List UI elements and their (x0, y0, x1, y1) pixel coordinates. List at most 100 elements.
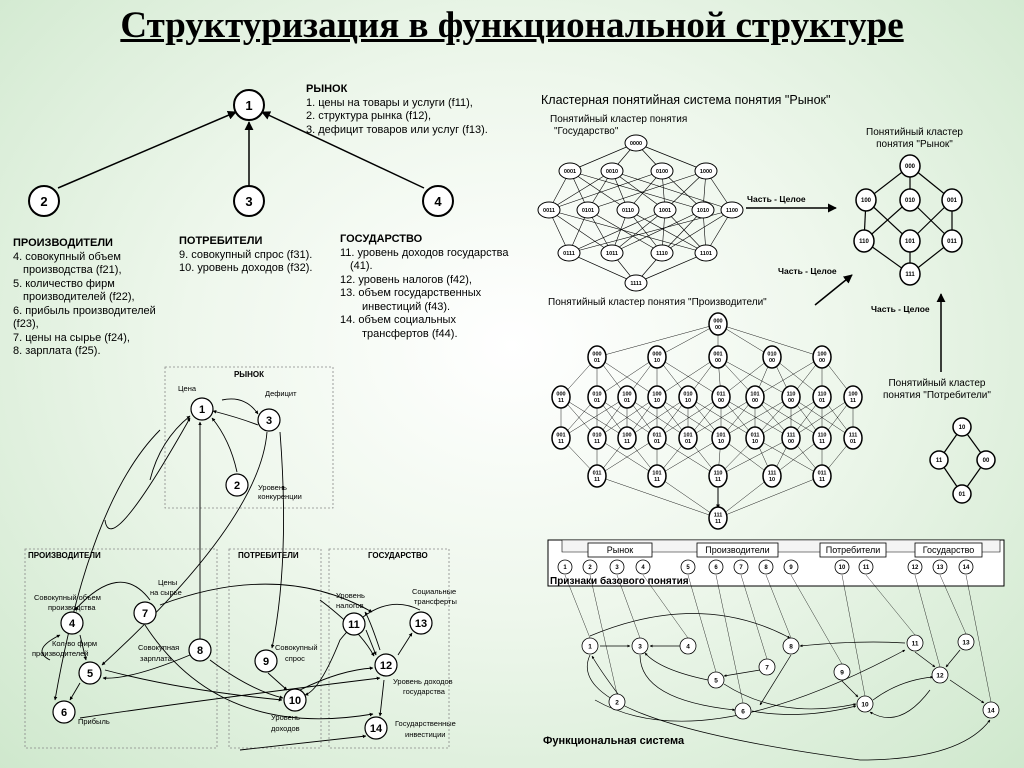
causal-link (397, 632, 413, 656)
causal-link (267, 672, 288, 691)
causal-link (209, 659, 284, 699)
svg-text:7: 7 (739, 565, 743, 571)
func-title: Функциональная система (543, 735, 685, 747)
func-node-5: 5 (707, 671, 725, 689)
market-line: 3. дефицит товаров или услуг (f13). (306, 123, 488, 136)
svg-text:000: 000 (556, 392, 565, 398)
part-whole-label-3: Часть - Целое (871, 304, 930, 314)
causal-node-13: 13 (409, 611, 433, 635)
gov-edge (587, 170, 707, 211)
svg-text:00: 00 (769, 358, 775, 364)
cluster-system-title: Кластерная понятийная система понятия "Р… (541, 93, 831, 107)
causal-link (104, 417, 191, 530)
prod-cluster-edge (790, 396, 854, 439)
func-node-6: 6 (734, 702, 752, 720)
svg-text:1001: 1001 (659, 208, 671, 214)
svg-text:01: 01 (594, 398, 600, 404)
svg-text:10: 10 (718, 439, 724, 445)
svg-text:010: 010 (767, 352, 776, 358)
frame-title-consumers: ПОТРЕБИТЕЛИ (238, 551, 299, 560)
consumers-heading: ПОТРЕБИТЕЛИ (179, 235, 263, 247)
cons-cluster-node: 01 (952, 484, 972, 504)
svg-text:0011: 0011 (543, 208, 555, 214)
header-1 (696, 542, 779, 558)
svg-text:1000: 1000 (700, 169, 712, 175)
svg-text:2: 2 (234, 480, 240, 492)
func-link (872, 675, 934, 701)
gov-edge (635, 142, 707, 172)
header-label: Производители (705, 545, 769, 555)
producers-line: 8. зарплата (f25). (13, 345, 101, 357)
prod-cluster-edge (720, 396, 792, 439)
feature-link (865, 574, 916, 636)
header-2 (819, 542, 887, 558)
svg-text:3: 3 (266, 415, 272, 427)
svg-text:00: 00 (718, 398, 724, 404)
svg-text:01: 01 (819, 398, 825, 404)
svg-text:100: 100 (652, 392, 661, 398)
feature-num: 5 (680, 559, 696, 575)
feature-num: 2 (582, 559, 598, 575)
feature-num: 12 (907, 559, 923, 575)
prod-cluster-edge (656, 475, 719, 519)
func-link (914, 651, 936, 668)
label-price: Цена (178, 384, 197, 393)
svg-text:8: 8 (764, 565, 768, 571)
prod-cluster-edge (717, 475, 823, 519)
gov-edge (569, 170, 704, 211)
func-node-7: 7 (758, 658, 776, 676)
svg-text:14: 14 (987, 707, 995, 714)
causal-link (239, 734, 367, 751)
svg-text:3: 3 (615, 565, 619, 571)
prod-cluster-edge (754, 356, 823, 398)
func-link (644, 652, 709, 681)
svg-text:12: 12 (380, 660, 392, 672)
causal-node-4: 4 (60, 611, 84, 635)
label-prod-volume: Совокупный объем (34, 593, 101, 602)
gov-edge (587, 209, 663, 254)
prod-cluster-edge (717, 475, 773, 519)
gov-edge (569, 142, 637, 172)
svg-text:11: 11 (715, 519, 721, 525)
svg-text:011: 011 (717, 392, 726, 398)
svg-text:1: 1 (563, 565, 567, 571)
svg-text:01: 01 (850, 439, 856, 445)
func-link (586, 654, 991, 761)
func-link (594, 649, 906, 722)
svg-text:2: 2 (615, 699, 619, 706)
svg-text:1110: 1110 (656, 251, 668, 257)
market-cluster-node: 011 (941, 229, 963, 253)
svg-text:00: 00 (752, 398, 758, 404)
causal-node-2: 2 (225, 473, 249, 497)
svg-text:10: 10 (861, 701, 869, 708)
header-label: Государство (923, 545, 975, 555)
gov-edge (548, 209, 707, 254)
svg-text:010: 010 (592, 433, 601, 439)
svg-text:10: 10 (769, 477, 775, 483)
svg-text:1: 1 (199, 404, 205, 416)
func-node-12: 12 (931, 666, 949, 684)
header-label: Потребители (826, 545, 881, 555)
prod-cluster-edge (596, 356, 658, 398)
state-heading: ГОСУДАРСТВО (340, 233, 423, 245)
header-3 (914, 542, 983, 558)
func-link (723, 669, 761, 677)
feature-link (687, 574, 717, 673)
label-gov-inv: Государственные (395, 719, 456, 728)
func-node-3: 3 (631, 637, 649, 655)
svg-text:5: 5 (686, 565, 690, 571)
causal-link (79, 676, 381, 719)
func-node-11: 11 (906, 634, 924, 652)
market-cluster-node: 111 (899, 262, 921, 286)
svg-text:11: 11 (594, 439, 600, 445)
svg-text:14: 14 (963, 565, 970, 571)
